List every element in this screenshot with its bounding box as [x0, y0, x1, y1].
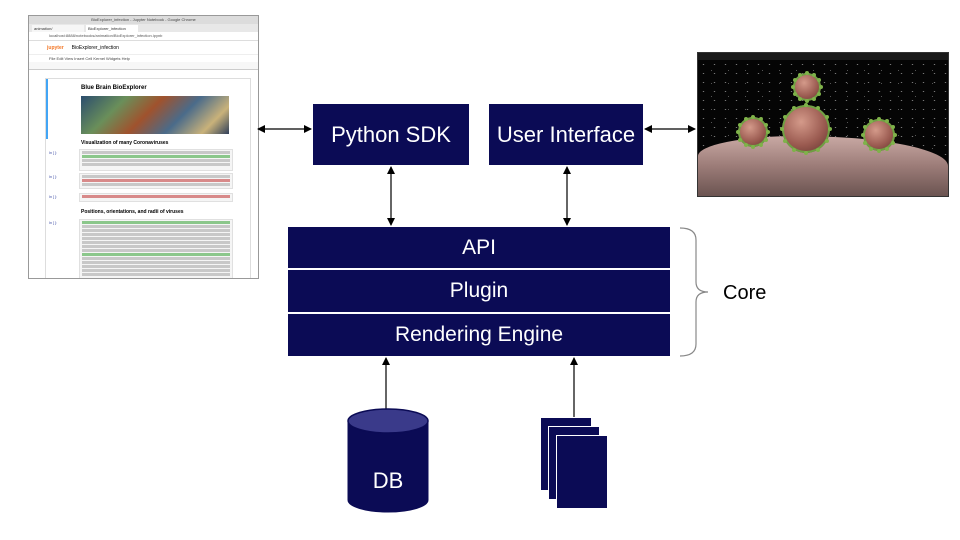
- virus-spike-protein: [819, 85, 823, 89]
- notebook-heading-positions: Positions, orientations, and radii of vi…: [81, 209, 184, 215]
- jupyter-menu-bar[interactable]: File Edit View Insert Cell Kernel Widget…: [49, 56, 130, 61]
- virus-spike-protein: [792, 147, 796, 152]
- virus-spike-protein: [869, 146, 873, 151]
- virus-spike-protein: [812, 72, 816, 77]
- virus-spike-protein: [743, 117, 748, 121]
- virus-spike-protein: [863, 141, 868, 145]
- cell-prompt: In [ ]:: [49, 175, 57, 179]
- jupyter-logo: jupyter: [47, 44, 64, 51]
- cell-prompt: In [ ]:: [49, 195, 57, 199]
- notebook-heading-coronaviruses: Visualization of many Coronaviruses: [81, 140, 169, 146]
- cell-prompt: In [ ]:: [49, 151, 57, 155]
- core-brace: [679, 227, 709, 357]
- virus-spike-protein: [893, 133, 897, 137]
- virus-spike-protein: [824, 115, 829, 119]
- virus-spike-protein: [736, 130, 740, 134]
- cell-membrane-surface: [698, 136, 948, 196]
- core-layer-plugin: Plugin: [288, 270, 670, 314]
- virus-spike-protein: [738, 122, 742, 127]
- virus-spike-protein: [861, 133, 865, 137]
- notebook-page: Blue Brain BioExplorer Visualization of …: [45, 78, 251, 278]
- virus-spike-protein: [890, 141, 895, 145]
- virus-spike-protein: [738, 137, 742, 142]
- plugin-label: Plugin: [449, 279, 509, 302]
- virus-spike-protein: [816, 106, 820, 111]
- virus-spike-protein: [804, 103, 808, 107]
- virus-spike-protein: [877, 149, 881, 153]
- virus-spike-protein: [817, 78, 822, 82]
- virus-spike-protein: [792, 92, 797, 96]
- virus-spike-protein: [798, 72, 802, 77]
- virus-spike-protein: [812, 97, 816, 102]
- bioexplorer-banner-image: [81, 96, 229, 134]
- db-label-wrap: DB: [348, 421, 428, 513]
- browser-title-bar: BioExplorer_infection - Jupyter Notebook…: [29, 16, 258, 24]
- virus-spike-protein: [817, 92, 822, 96]
- notebook-title: Blue Brain BioExplorer: [81, 85, 147, 91]
- virus-spike-protein: [792, 106, 796, 111]
- document-sheet: [556, 435, 608, 509]
- virus-spike-protein: [791, 85, 795, 89]
- virus-spike-protein: [751, 115, 755, 119]
- virus-spike-protein: [805, 99, 809, 103]
- browser-tabs: animation/ BioExplorer_infection: [29, 24, 258, 32]
- cell-selection-bar: [46, 79, 48, 139]
- db-label: DB: [372, 468, 404, 493]
- api-label: API: [462, 235, 496, 259]
- core-layer-api: API: [288, 227, 670, 270]
- virus-spike-protein: [877, 117, 881, 121]
- core-label: Core: [723, 282, 767, 304]
- virus-spike-protein: [743, 142, 748, 147]
- jupyter-header: jupyter BioExplorer_infection: [29, 41, 258, 55]
- virus-spike-protein: [763, 122, 768, 127]
- virus-spike-protein: [890, 125, 895, 129]
- core-layer-rendering-engine: Rendering Engine: [288, 314, 670, 356]
- virus-spike-protein: [824, 139, 829, 143]
- virus-particle: [861, 117, 897, 153]
- virus-spike-protein: [885, 146, 889, 151]
- virus-spike-protein: [758, 142, 763, 147]
- virus-spike-protein: [792, 78, 797, 82]
- viewer-toolbar: [698, 53, 948, 60]
- user-interface-label: User Interface: [496, 121, 636, 147]
- virus-spike-protein: [805, 71, 809, 75]
- virus-spike-protein: [798, 97, 802, 102]
- virus-spike-protein: [763, 137, 768, 142]
- virus-spike-protein: [869, 119, 873, 124]
- virus-spike-protein: [863, 125, 868, 129]
- virus-spike-protein: [804, 151, 808, 155]
- browser-tab-notebook[interactable]: BioExplorer_infection: [86, 25, 138, 32]
- virus-spike-protein: [780, 127, 784, 131]
- virus-particle: [780, 103, 832, 155]
- jupyter-toolbar[interactable]: [29, 62, 258, 70]
- virus-particle: [736, 115, 770, 149]
- python-sdk-box: Python SDK: [313, 104, 469, 165]
- code-cell[interactable]: [79, 173, 233, 189]
- notebook-name[interactable]: BioExplorer_infection: [71, 44, 119, 51]
- virus-spike-protein: [751, 145, 755, 149]
- virus-particle: [791, 71, 823, 103]
- virus-spike-protein: [766, 130, 770, 134]
- virus-rendering-screenshot: [697, 52, 949, 197]
- python-sdk-label: Python SDK: [331, 121, 451, 147]
- user-interface-box: User Interface: [489, 104, 643, 165]
- browser-tab-animation[interactable]: animation/: [32, 25, 84, 32]
- rendering-engine-label: Rendering Engine: [394, 323, 564, 346]
- virus-spike-protein: [885, 119, 889, 124]
- virus-spike-protein: [828, 127, 832, 131]
- documents-stack-icon: [540, 417, 620, 517]
- virus-spike-protein: [758, 117, 763, 121]
- code-cell[interactable]: [79, 149, 233, 171]
- jupyter-notebook-screenshot: BioExplorer_infection - Jupyter Notebook…: [28, 15, 259, 279]
- virus-spike-protein: [783, 115, 788, 119]
- virus-spike-protein: [816, 147, 820, 152]
- db-cylinder-icon: [347, 408, 429, 513]
- browser-url-bar[interactable]: localhost:8888/notebooks/animation/BioEx…: [29, 32, 258, 41]
- code-cell[interactable]: [79, 219, 233, 278]
- virus-spike-protein: [783, 139, 788, 143]
- cell-prompt: In [ ]:: [49, 221, 57, 225]
- code-cell[interactable]: [79, 193, 233, 202]
